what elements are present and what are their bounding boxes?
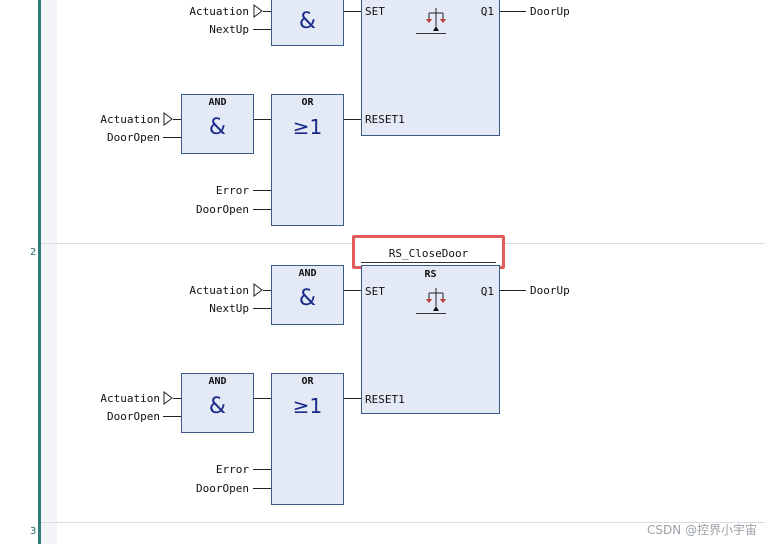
input-label[interactable]: Actuation: [189, 5, 249, 18]
edge-input-icon: [253, 283, 263, 297]
network-number: 3: [30, 526, 37, 537]
network-separator: [41, 522, 765, 523]
input-label[interactable]: DoorOpen: [107, 131, 160, 144]
balance-scale-icon: [426, 288, 446, 311]
network-margin: [41, 0, 57, 544]
or-title: OR: [301, 97, 314, 108]
input-label[interactable]: DoorOpen: [196, 482, 249, 495]
input-label[interactable]: Actuation: [100, 392, 160, 405]
and-symbol: &: [208, 115, 227, 140]
input-label[interactable]: DoorOpen: [196, 203, 249, 216]
and-symbol: &: [298, 286, 317, 311]
input-label[interactable]: Error: [215, 184, 249, 197]
and-title: AND: [298, 268, 317, 279]
instance-name[interactable]: RS_CloseDoor: [388, 247, 469, 260]
rs-block[interactable]: SET Q1 RESET1: [361, 0, 500, 136]
q1-pin: Q1: [480, 5, 494, 18]
or-title: OR: [301, 376, 314, 387]
reset-pin: RESET1: [365, 113, 405, 126]
and-title: AND: [208, 97, 227, 108]
instance-name-box[interactable]: RS_CloseDoor: [352, 235, 505, 269]
or-block[interactable]: OR ≥1: [271, 94, 344, 226]
and-block-top[interactable]: &: [271, 0, 344, 46]
and-symbol: &: [208, 394, 227, 419]
balance-scale-icon: [426, 8, 446, 31]
input-label[interactable]: Actuation: [100, 113, 160, 126]
left-power-rail: [38, 0, 41, 544]
network-number: 2: [30, 247, 37, 258]
rs-block[interactable]: RS SET Q1 RESET1: [361, 265, 500, 414]
input-label[interactable]: NextUp: [209, 23, 249, 36]
edge-input-icon: [163, 391, 173, 405]
rs-title: RS: [424, 269, 437, 280]
and-title: AND: [208, 376, 227, 387]
input-label[interactable]: Actuation: [189, 284, 249, 297]
output-var[interactable]: DoorUp: [530, 284, 570, 297]
edge-input-icon: [253, 4, 263, 18]
and-block-bottom[interactable]: AND &: [181, 94, 254, 154]
reset-pin: RESET1: [365, 393, 405, 406]
edge-input-icon: [163, 112, 173, 126]
line-number-gutter: [0, 0, 40, 544]
and-block-top[interactable]: AND &: [271, 265, 344, 325]
or-symbol: ≥1: [292, 394, 323, 418]
input-label[interactable]: DoorOpen: [107, 410, 160, 423]
set-pin: SET: [365, 285, 385, 298]
input-label[interactable]: Error: [215, 463, 249, 476]
watermark: CSDN @控界小宇宙: [646, 523, 757, 537]
or-symbol: ≥1: [292, 115, 323, 139]
input-label[interactable]: NextUp: [209, 302, 249, 315]
and-symbol: &: [298, 9, 317, 34]
output-var[interactable]: DoorUp: [530, 5, 570, 18]
and-block-bottom[interactable]: AND &: [181, 373, 254, 433]
q1-pin: Q1: [480, 285, 494, 298]
set-pin: SET: [365, 5, 385, 18]
or-block[interactable]: OR ≥1: [271, 373, 344, 505]
